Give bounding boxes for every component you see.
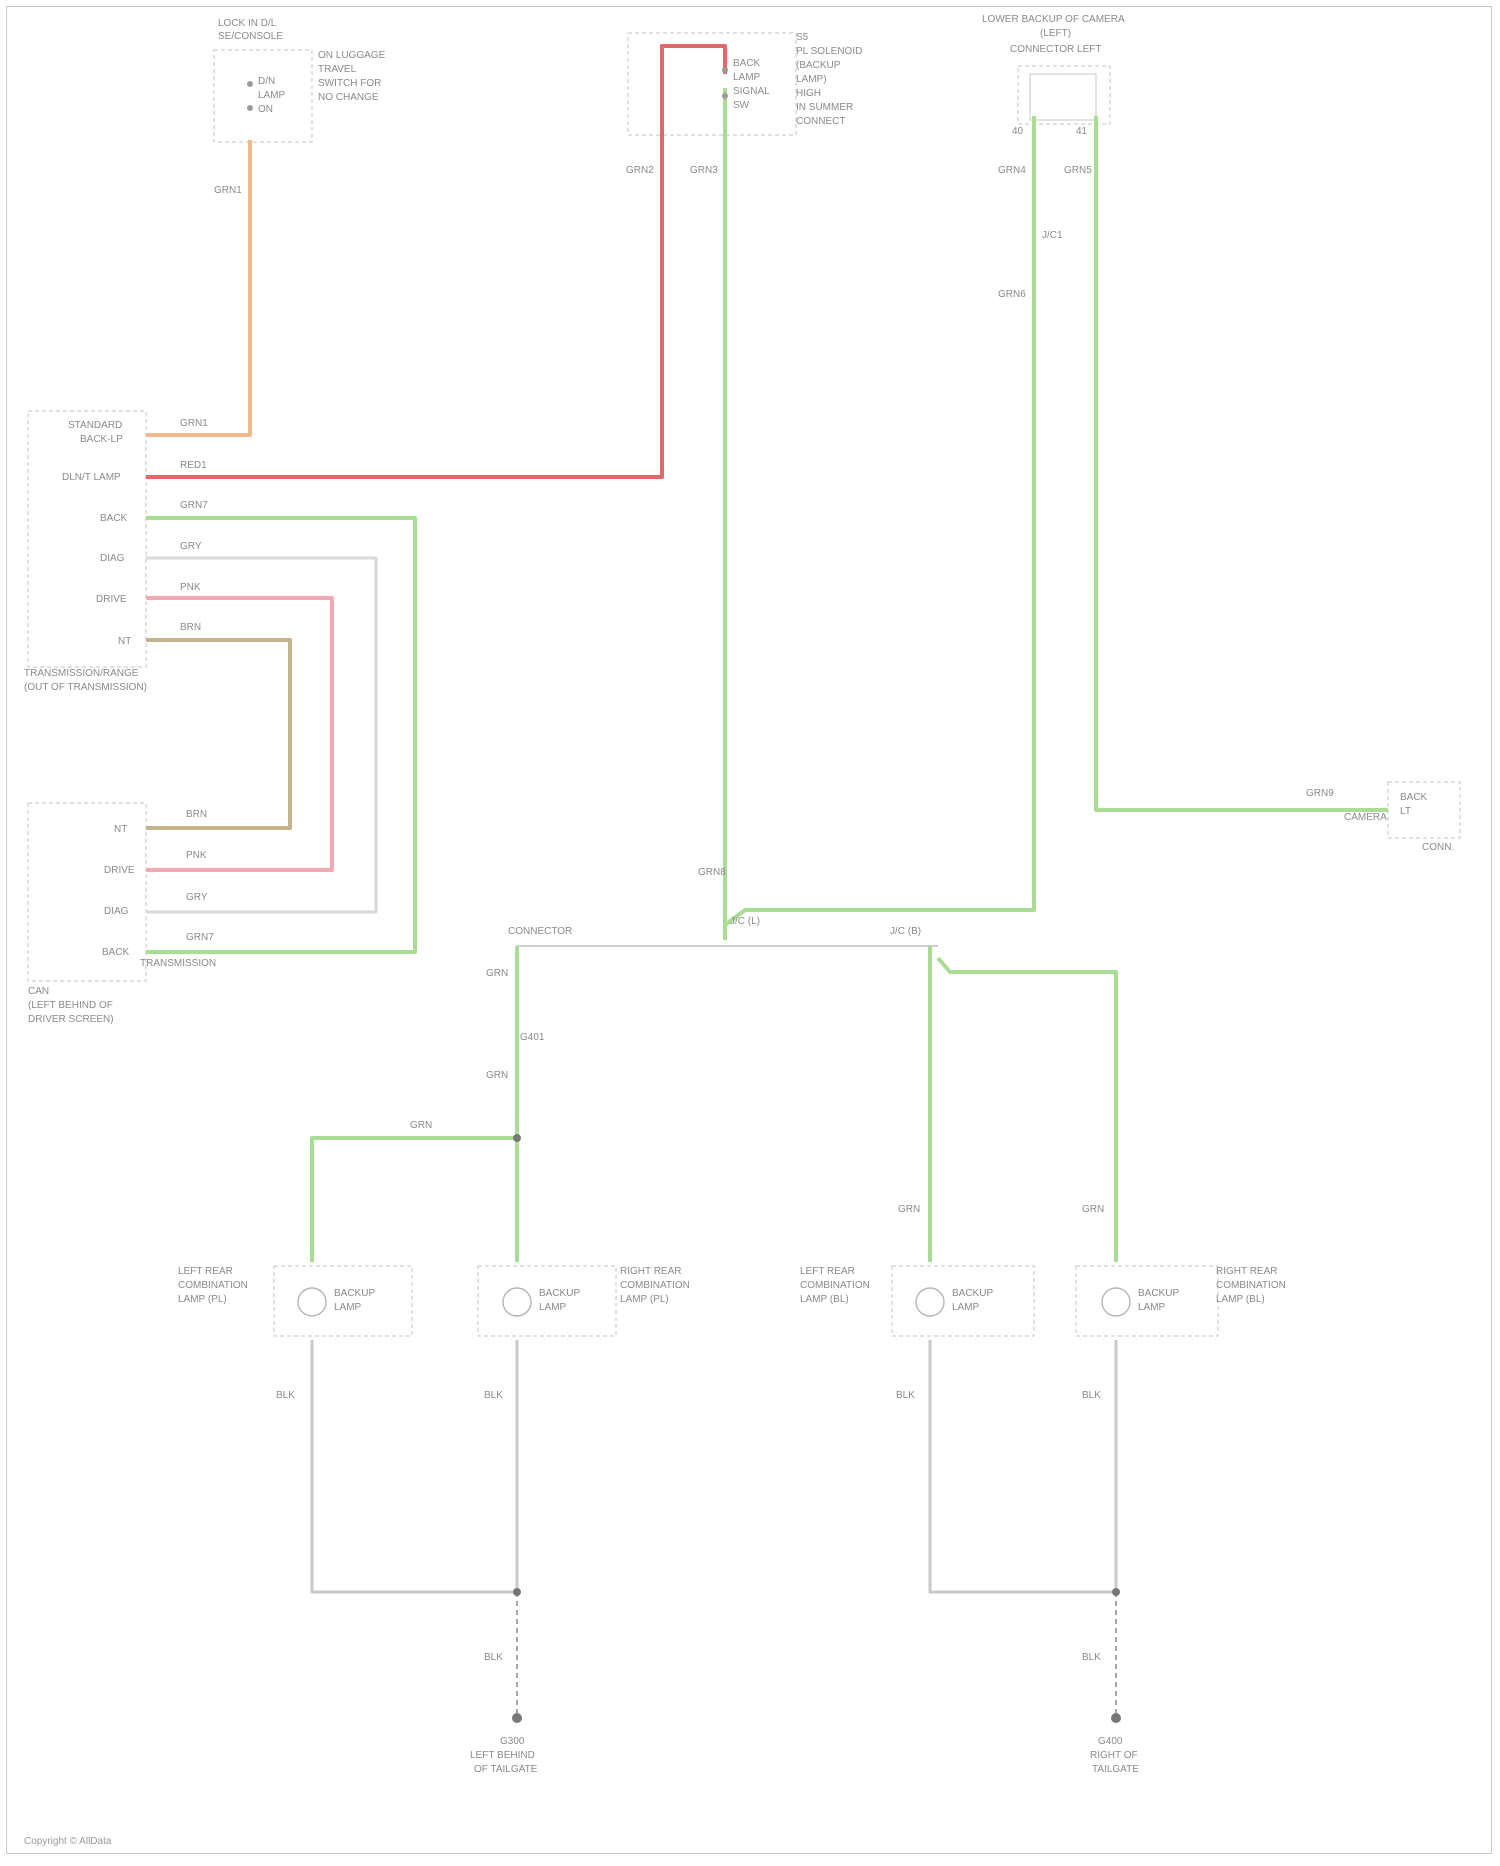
diagram-border [6,6,1492,1854]
copyright-footer: Copyright © AllData [24,1836,111,1847]
